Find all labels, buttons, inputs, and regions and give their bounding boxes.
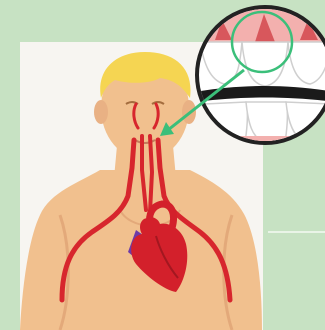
diagram-scene bbox=[0, 0, 325, 330]
diagram-canvas bbox=[0, 0, 325, 330]
